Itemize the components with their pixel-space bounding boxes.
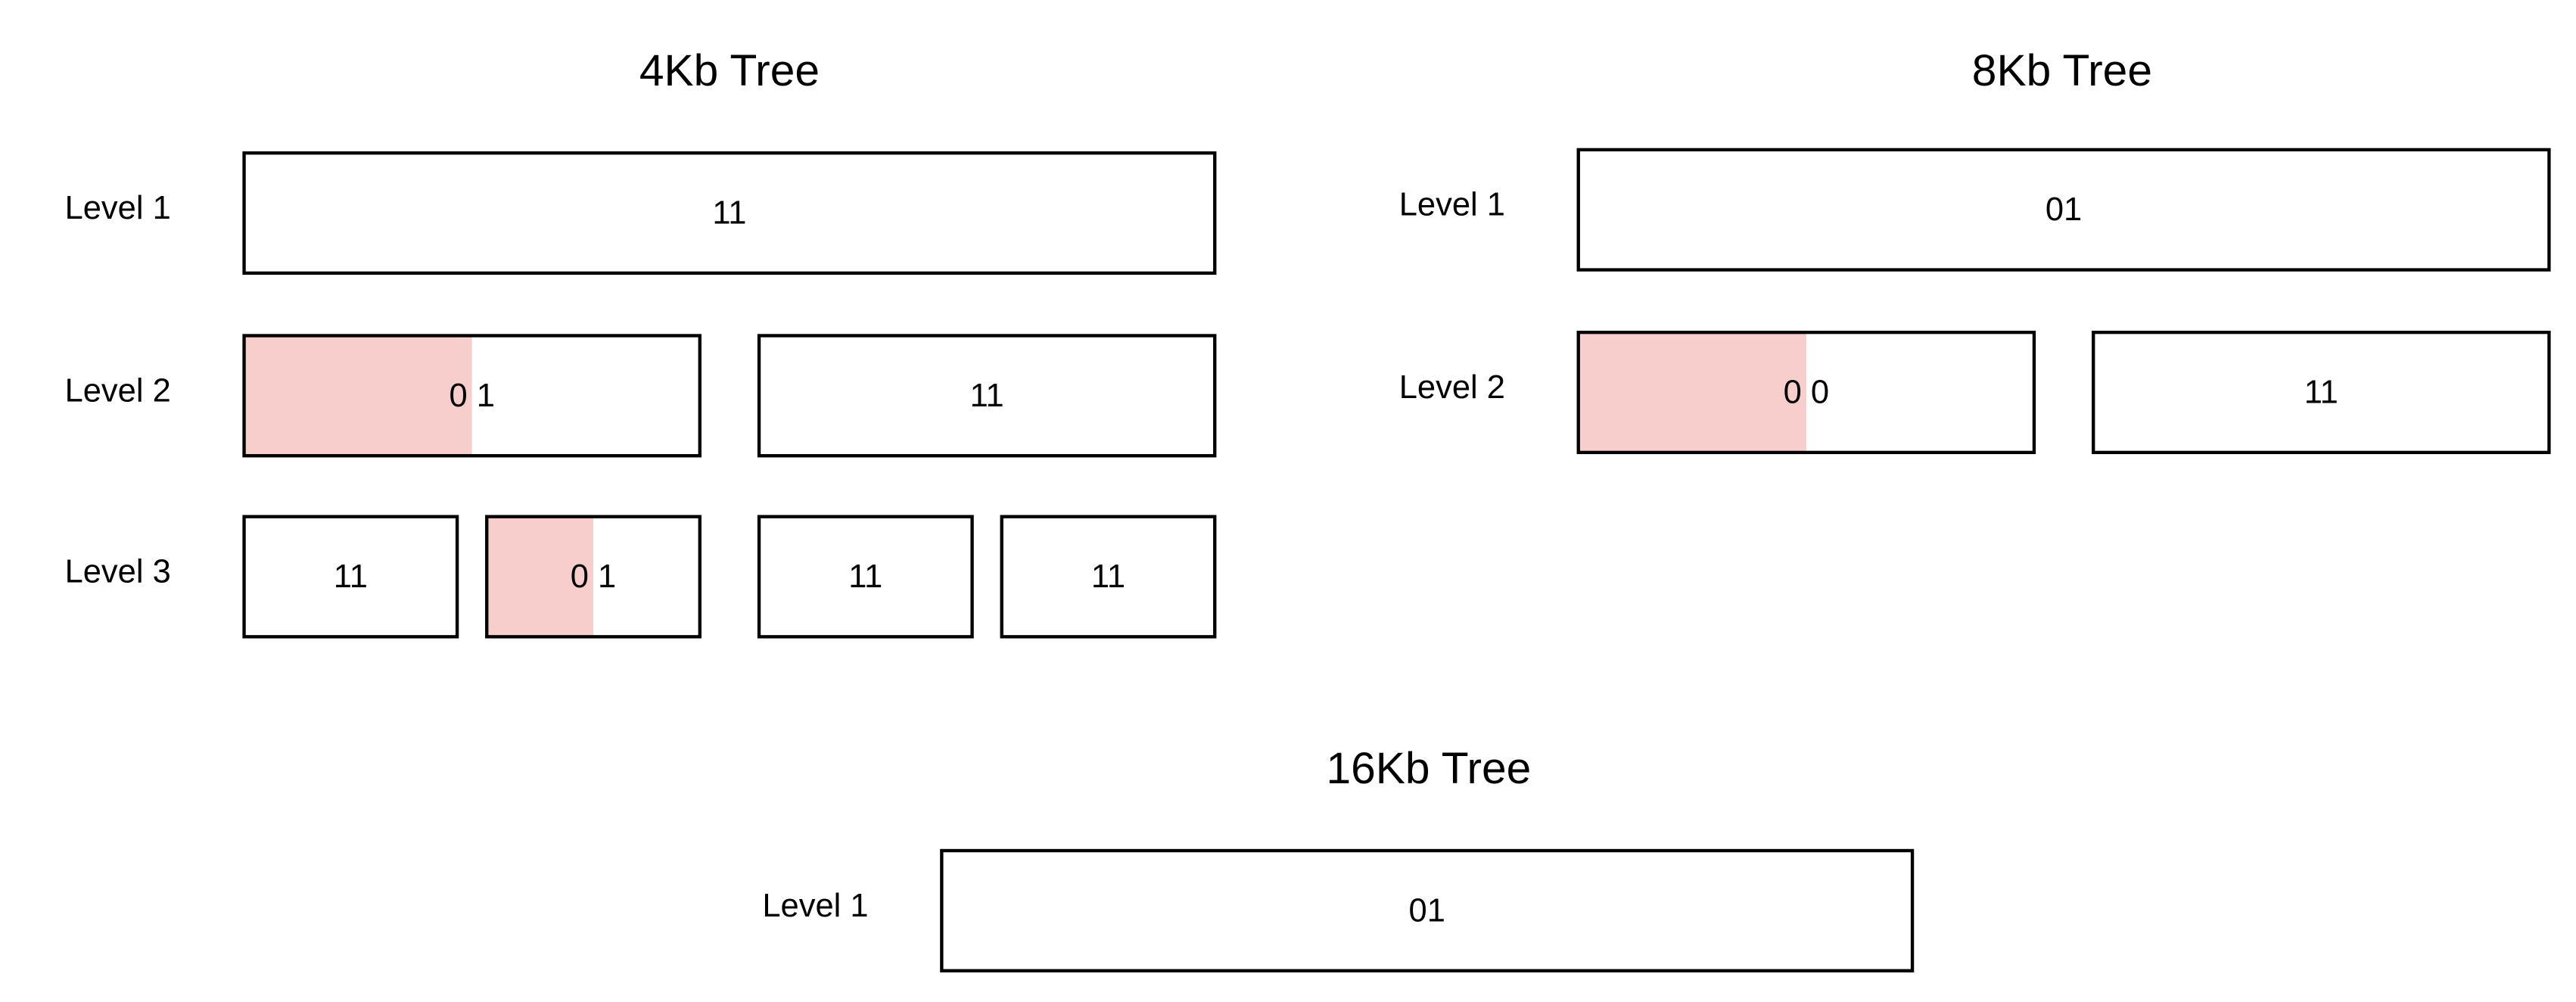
node-highlight <box>244 335 472 456</box>
node-bits: 11 <box>848 559 882 595</box>
node-border <box>485 515 702 639</box>
node-bits: 0 0 <box>1784 375 1829 411</box>
node-bits: 11 <box>1091 559 1125 595</box>
node-bits: 11 <box>970 378 1004 414</box>
node-bits: 01 <box>1409 892 1445 929</box>
tree-node: 0 1 <box>242 334 702 458</box>
node-border <box>242 515 459 639</box>
node-background <box>244 153 1215 273</box>
node-background <box>759 516 972 637</box>
tree-node: 0 0 <box>1576 330 2036 455</box>
node-border <box>940 848 1915 972</box>
level-label: Level 1 <box>762 888 868 924</box>
node-border <box>757 334 1217 458</box>
tree-node: 0 1 <box>485 515 702 639</box>
node-border <box>1576 148 2551 272</box>
node-background <box>2093 332 2550 453</box>
node-background <box>941 850 1913 971</box>
node-background <box>244 516 458 637</box>
node-border <box>242 334 702 458</box>
tree-node: 11 <box>1000 515 1217 639</box>
node-background <box>759 335 1215 456</box>
node-background <box>1578 149 2550 270</box>
tree-title: 4Kb Tree <box>639 46 820 95</box>
tree-node: 01 <box>940 848 1915 972</box>
level-label: Level 3 <box>65 553 171 590</box>
tree-node: 11 <box>757 515 974 639</box>
level-label: Level 2 <box>65 372 171 409</box>
level-label: Level 1 <box>1399 187 1505 223</box>
tree-node: 01 <box>1576 148 2551 272</box>
node-border <box>1000 515 1217 639</box>
tree-title: 8Kb Tree <box>1972 46 2152 95</box>
node-border <box>242 151 1217 275</box>
node-border <box>2092 330 2551 455</box>
tree-node: 11 <box>242 515 459 639</box>
node-bits: 11 <box>334 559 368 595</box>
node-bits: 11 <box>712 195 746 232</box>
node-highlight <box>1578 332 1806 453</box>
node-bits: 0 1 <box>571 559 616 595</box>
level-label: Level 1 <box>65 190 171 226</box>
node-border <box>757 515 974 639</box>
node-bits: 0 1 <box>449 378 494 414</box>
node-bits: 11 <box>2304 375 2338 411</box>
node-highlight <box>487 516 594 637</box>
node-border <box>1576 330 2036 455</box>
tree-title: 16Kb Tree <box>1326 744 1531 793</box>
node-background <box>1001 516 1215 637</box>
tree-node: 11 <box>242 151 1217 275</box>
node-bits: 01 <box>2046 191 2082 228</box>
tree-node: 11 <box>757 334 1217 458</box>
level-label: Level 2 <box>1399 369 1505 406</box>
tree-node: 11 <box>2092 330 2551 455</box>
